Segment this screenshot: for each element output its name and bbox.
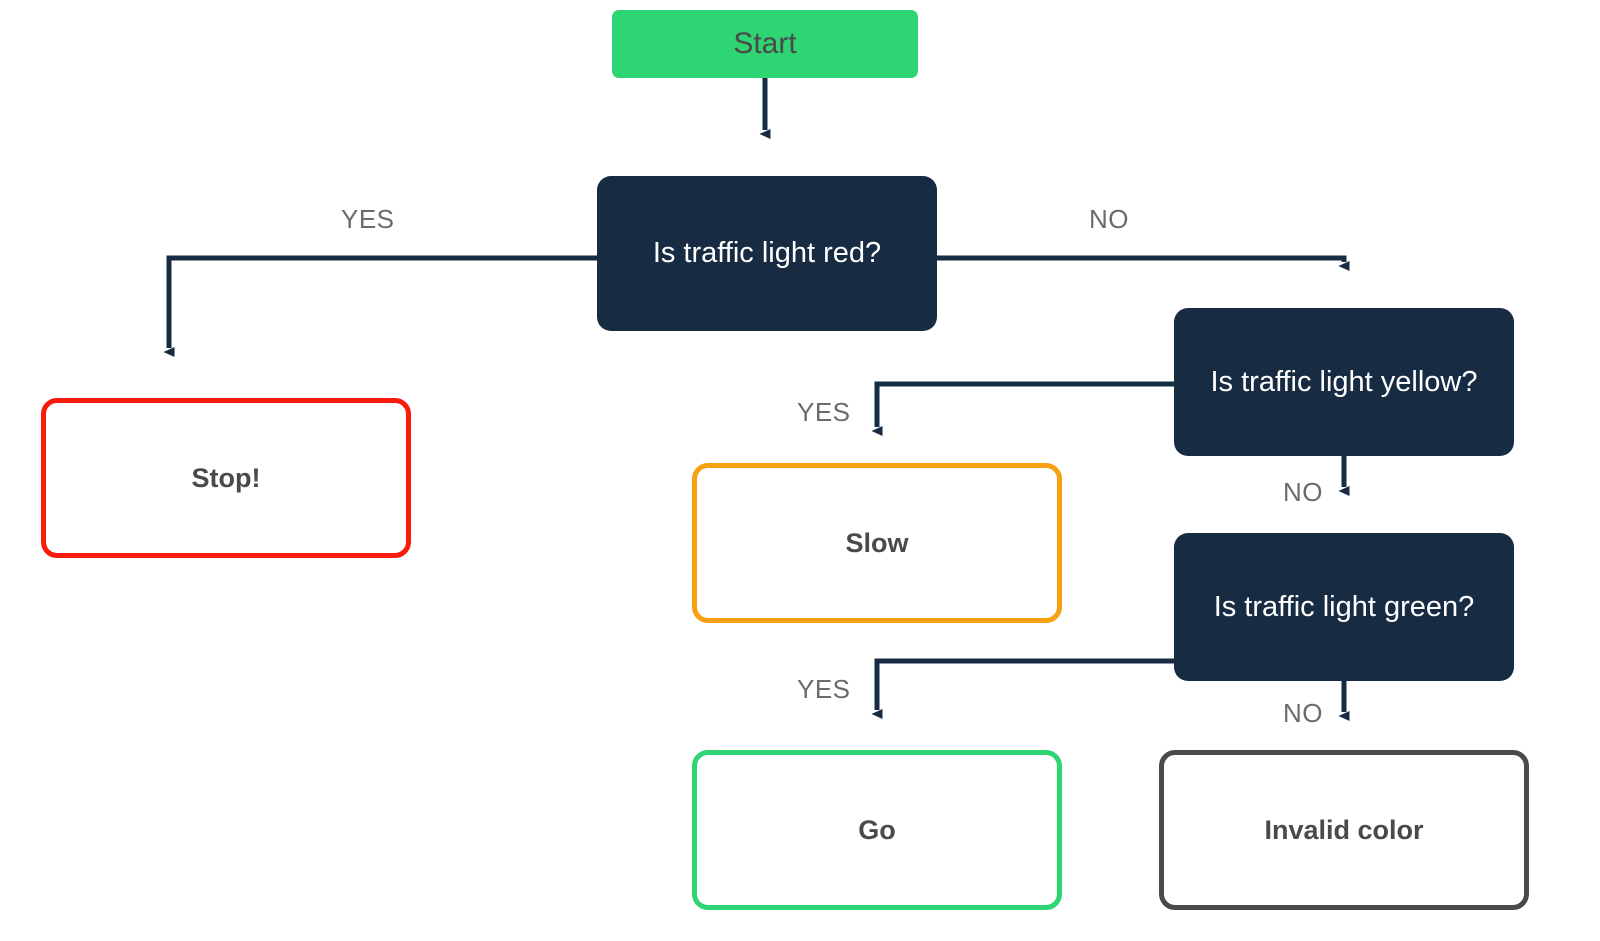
node-outcome-stop[interactable]: Stop! [41, 398, 411, 558]
edge-label-green-yes: YES [797, 674, 851, 704]
edge-green-yes-to-go [871, 658, 1174, 719]
edge-red-yes-to-stop [163, 255, 597, 357]
node-decision-green-label: Is traffic light green? [1213, 590, 1475, 623]
node-start[interactable]: Start [612, 10, 918, 78]
edge-label-red-no: NO [1089, 204, 1129, 234]
node-outcome-go[interactable]: Go [692, 750, 1062, 910]
node-outcome-stop-label: Stop! [191, 462, 261, 493]
edge-label-yellow-no: NO [1283, 477, 1323, 507]
edge-red-no-to-yellow [937, 255, 1350, 271]
node-decision-red-label: Is traffic light red? [652, 237, 882, 270]
edge-label-red-yes: YES [341, 204, 395, 234]
node-outcome-go-label: Go [858, 814, 896, 845]
node-outcome-slow-label: Slow [845, 527, 909, 558]
edge-yellow-yes-to-slow [871, 381, 1174, 436]
node-outcome-slow[interactable]: Slow [692, 463, 1062, 623]
node-decision-yellow-label: Is traffic light yellow? [1210, 365, 1478, 398]
node-decision-is-traffic-light-red[interactable]: Is traffic light red? [597, 176, 937, 331]
edge-label-green-no: NO [1283, 698, 1323, 728]
node-decision-is-traffic-light-yellow[interactable]: Is traffic light yellow? [1174, 308, 1514, 456]
node-outcome-invalid-color[interactable]: Invalid color [1159, 750, 1529, 910]
node-start-label: Start [733, 27, 797, 60]
edge-label-yellow-yes: YES [797, 397, 851, 427]
node-outcome-invalid-label: Invalid color [1264, 814, 1424, 845]
node-decision-is-traffic-light-green[interactable]: Is traffic light green? [1174, 533, 1514, 681]
